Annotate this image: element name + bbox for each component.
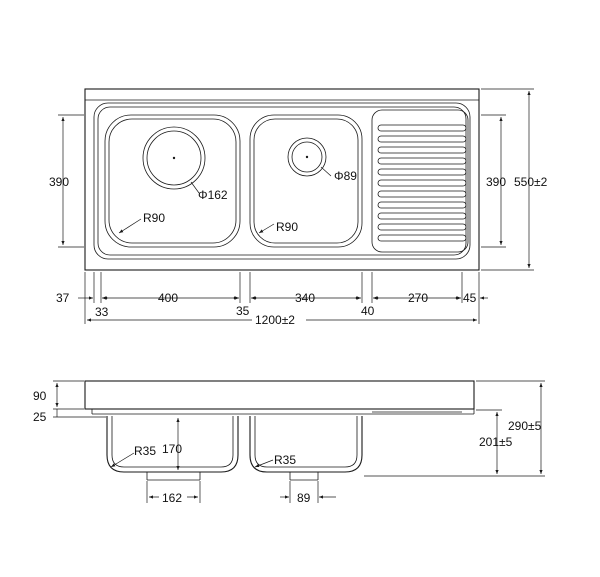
side-deck [84,380,475,410]
basin-height-label: 390 [49,175,69,189]
left-drain-center [172,156,176,160]
dim-340-label: 340 [295,291,315,305]
side-25-label: 25 [33,410,47,424]
overall-width-label: 1200±2 [255,313,295,327]
side-view: 90 25 170 R35 R35 162 89 201±5 290±5 [33,380,545,505]
right-basin [249,114,363,248]
basin-area-inner [97,106,467,256]
side-right-radius-label: R35 [274,453,296,467]
bottom-extension-lines [84,272,480,324]
side-89-label: 89 [297,491,311,505]
right-drain-center [305,155,309,159]
dim-35-label: 35 [236,304,250,318]
basin-area-outline [93,102,471,260]
side-left-radius-label: R35 [134,444,156,458]
side-170-label: 170 [162,442,182,456]
side-90-label: 90 [33,389,47,403]
top-view: Φ162 Φ89 R90 R90 390 390 550±2 [49,88,548,327]
dim-40-label: 40 [361,304,375,318]
right-drain-outer [287,137,327,177]
left-hole-label: Φ162 [198,188,228,202]
sink-top-outline [84,88,480,271]
drainboard [371,109,469,253]
right-drain-inner [291,141,323,173]
side-162-label: 162 [162,491,182,505]
right-basin-inner [253,118,359,244]
right-hole-label: Φ89 [334,169,357,183]
side-290-label: 290±5 [508,419,542,433]
dim-400-label: 400 [158,291,178,305]
dim-270-label: 270 [408,291,428,305]
dim-37-label: 37 [56,291,70,305]
side-left-bowl [106,416,239,473]
side-right-bowl [249,416,363,473]
left-basin-inner [108,118,237,244]
left-radius-label: R90 [143,211,165,225]
left-basin [104,114,241,248]
drainboard-ribs [377,124,467,242]
side-201-label: 201±5 [479,435,513,449]
drainboard-height-label: 390 [486,175,506,189]
left-drain-outer [142,126,206,190]
dim-33-label: 33 [95,305,109,319]
overall-depth-label: 550±2 [514,175,548,189]
dim-45-label: 45 [463,291,477,305]
left-drain-inner [146,130,202,186]
right-radius-label: R90 [276,220,298,234]
